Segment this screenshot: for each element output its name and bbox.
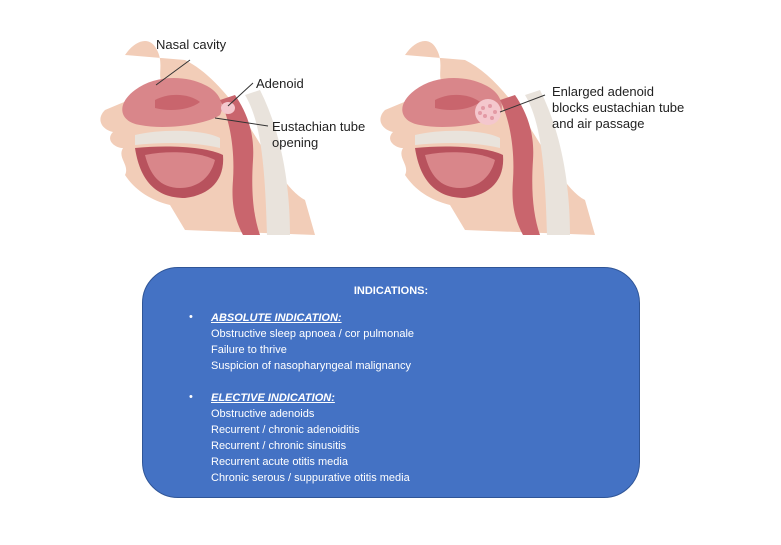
enlarged-leader — [499, 94, 546, 113]
list-item: Suspicion of nasopharyngeal malignancy — [211, 360, 411, 372]
panel-title: INDICATIONS: — [353, 285, 429, 297]
indications-panel: INDICATIONS: • ABSOLUTE INDICATION: Obst… — [142, 267, 640, 498]
list-item: Recurrent / chronic sinusitis — [211, 440, 347, 452]
nasal-cavity-leader — [155, 59, 191, 86]
adenoid-leader — [227, 82, 254, 107]
eustachian-label: Eustachian tube opening — [272, 119, 366, 150]
enlarged-adenoid-label: Enlarged adenoid blocks eustachian tube … — [552, 84, 685, 131]
enlarged-adenoid — [475, 99, 501, 125]
list-item: Recurrent / chronic adenoiditis — [211, 424, 360, 436]
bullet-icon: • — [189, 311, 193, 323]
normal-anatomy-svg — [100, 40, 315, 236]
enlarged-anatomy-svg — [380, 40, 595, 236]
normal-anatomy-illustration — [95, 30, 395, 240]
bullet-icon: • — [189, 391, 193, 403]
enlarged-adenoid-illustration — [375, 30, 675, 240]
nasal-cavity-label: Nasal cavity — [156, 37, 227, 52]
eustachian-leader — [214, 117, 269, 127]
list-item: Obstructive sleep apnoea / cor pulmonale — [211, 328, 415, 340]
list-item: Chronic serous / suppurative otitis medi… — [211, 472, 410, 484]
section-heading: ELECTIVE INDICATION: — [211, 392, 335, 404]
list-item: Obstructive adenoids — [211, 408, 315, 420]
list-item: Recurrent acute otitis media — [211, 456, 348, 468]
adenoid-label: Adenoid — [256, 76, 304, 91]
section-heading: ABSOLUTE INDICATION: — [211, 312, 342, 324]
list-item: Failure to thrive — [211, 344, 287, 356]
